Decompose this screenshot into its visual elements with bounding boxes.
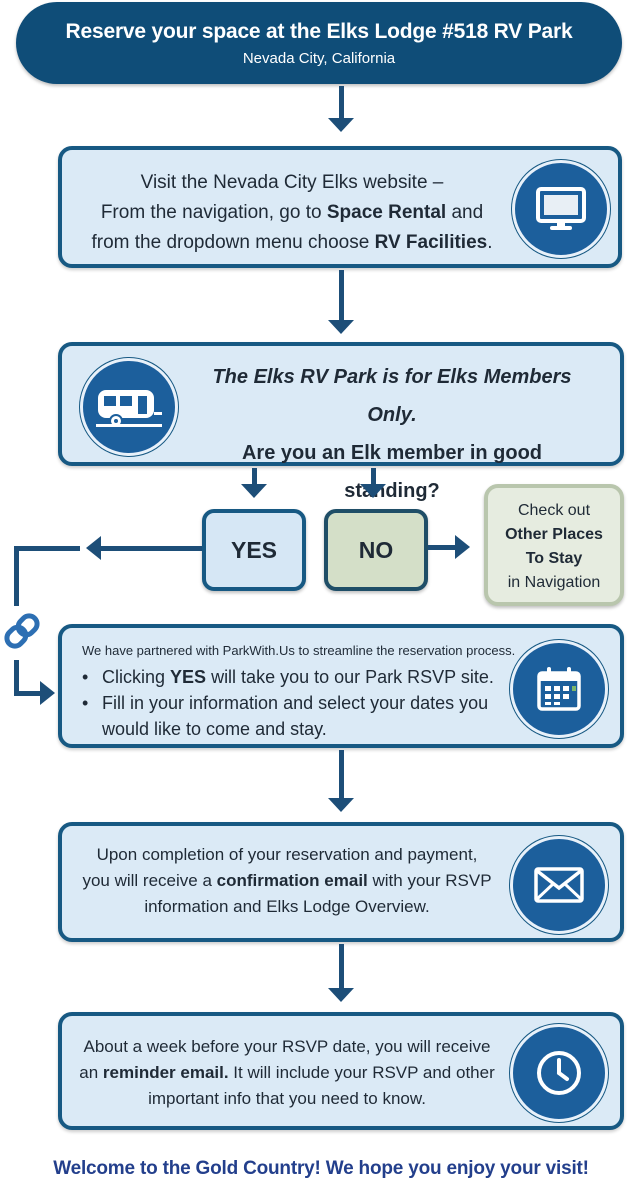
members-only-notice: The Elks RV Park is for Elks Members Onl…	[212, 366, 572, 426]
clock-icon	[510, 1024, 608, 1122]
step-reminder-email: About a week before your RSVP date, you …	[58, 1012, 624, 1130]
no-button[interactable]: NO	[324, 509, 428, 591]
reservation-steps-list: Clicking YES will take you to our Park R…	[62, 664, 502, 742]
yes-button[interactable]: YES	[202, 509, 306, 591]
list-item: Clicking YES will take you to our Park R…	[62, 664, 502, 690]
monitor-icon	[512, 160, 610, 258]
step-confirmation-email: Upon completion of your reservation and …	[58, 822, 624, 942]
page-title: Reserve your space at the Elks Lodge #51…	[65, 20, 573, 43]
step-reservation-process: We have partnered with ParkWith.Us to st…	[58, 624, 624, 748]
page-subtitle: Nevada City, California	[242, 50, 396, 67]
partner-intro: We have partnered with ParkWith.Us to st…	[82, 643, 516, 658]
footer-welcome: Welcome to the Gold Country! We hope you…	[53, 1158, 589, 1179]
step-members-only: The Elks RV Park is for Elks Members Onl…	[58, 342, 624, 502]
calendar-icon	[510, 640, 608, 738]
envelope-icon	[510, 836, 608, 934]
header-banner: Reserve your space at the Elks Lodge #51…	[16, 2, 622, 84]
reminder-text: About a week before your RSVP date, you …	[79, 1037, 495, 1108]
link-icon[interactable]	[0, 608, 44, 654]
other-places-box[interactable]: Check out Other Places To Stay in Naviga…	[484, 484, 624, 606]
confirmation-text: Upon completion of your reservation and …	[82, 845, 492, 916]
step-visit-website: Visit the Nevada City Elks website – Fro…	[58, 146, 622, 268]
rv-trailer-icon	[80, 358, 178, 456]
step-visit-website-text: Visit the Nevada City Elks website – Fro…	[91, 172, 493, 253]
list-item: Fill in your information and select your…	[62, 690, 502, 742]
